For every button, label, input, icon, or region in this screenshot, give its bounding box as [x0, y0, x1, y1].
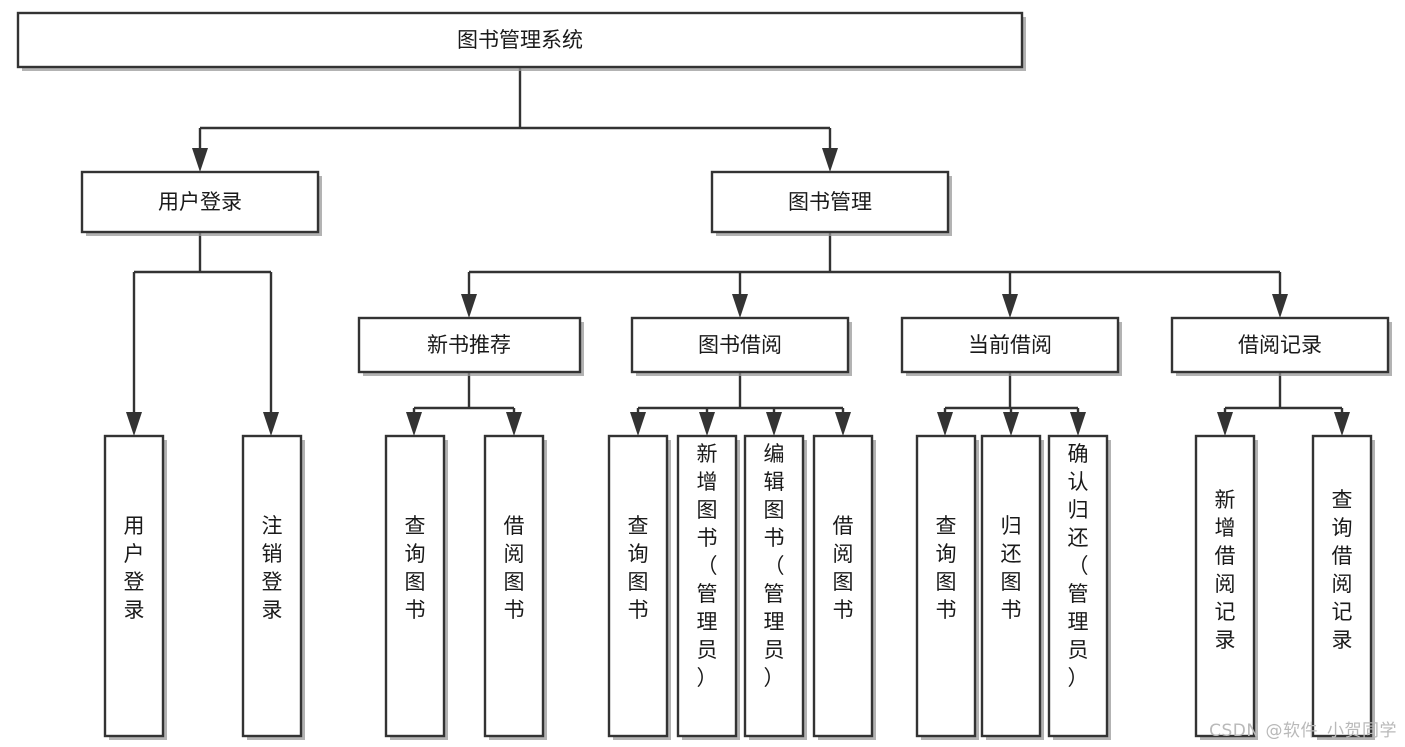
leaf-recommend-1-label: 查询图书 — [405, 514, 426, 622]
leaf-current-1[interactable]: 查询图书 — [915, 434, 979, 740]
leaf-borrow-4-label: 借阅图书 — [833, 514, 854, 622]
arrow-rec-leaf1 — [406, 412, 422, 436]
leaf-record-1-box — [1194, 434, 1256, 738]
leaf-record-2-box — [1311, 434, 1373, 738]
node-book-management[interactable]: 图书管理 — [710, 170, 952, 236]
node-book-management-box — [710, 170, 950, 234]
node-borrow-record-label: 借阅记录 — [1238, 333, 1322, 357]
leaf-user-login-2-label: 注销登录 — [262, 514, 283, 622]
leaf-current-3-box — [1047, 434, 1109, 738]
node-current-borrow-label: 当前借阅 — [968, 333, 1052, 357]
node-user-login-box — [80, 170, 320, 234]
arrow-root-to-user — [192, 148, 208, 172]
node-book-borrow-label: 图书借阅 — [698, 333, 782, 357]
arrow-current-leaf1 — [937, 412, 953, 436]
node-user-login-label: 用户登录 — [158, 190, 242, 214]
leaf-user-login-1[interactable]: 用户登录 — [103, 434, 167, 740]
leaf-user-login-1-label: 用户登录 — [124, 514, 145, 622]
arrow-record-leaf2 — [1334, 412, 1350, 436]
leaf-recommend-2[interactable]: 借阅图书 — [483, 434, 547, 740]
leaf-borrow-2[interactable]: 新增图书（管理员） — [676, 434, 740, 740]
arrow-book-to-l3-3 — [1002, 294, 1018, 318]
node-root-box — [16, 11, 1024, 69]
leaf-current-3[interactable]: 确认归还（管理员） — [1047, 434, 1111, 740]
leaf-recommend-1[interactable]: 查询图书 — [384, 434, 448, 740]
leaf-borrow-1-box — [607, 434, 669, 738]
arrow-current-leaf2 — [1003, 412, 1019, 436]
node-new-book-recommend[interactable]: 新书推荐 — [357, 316, 584, 376]
arrow-borrow-leaf2 — [699, 412, 715, 436]
node-current-borrow-box — [900, 316, 1120, 374]
leaf-current-2[interactable]: 归还图书 — [980, 434, 1044, 740]
csdn-watermark: CSDN @软件_小贺同学 — [1209, 721, 1397, 741]
node-root-label: 图书管理系统 — [457, 28, 583, 52]
leaf-record-2-label: 查询借阅记录 — [1332, 488, 1353, 652]
leaf-record-1-label: 新增借阅记录 — [1215, 488, 1236, 652]
leaf-current-2-box — [980, 434, 1042, 738]
node-borrow-record-box — [1170, 316, 1390, 374]
leaf-borrow-4-box — [812, 434, 874, 738]
node-book-borrow-box — [630, 316, 850, 374]
arrow-user-leaf1 — [126, 412, 142, 436]
node-book-borrow[interactable]: 图书借阅 — [630, 316, 852, 376]
leaf-user-login-1-box — [103, 434, 165, 738]
leaf-user-login-2[interactable]: 注销登录 — [241, 434, 305, 740]
node-borrow-record[interactable]: 借阅记录 — [1170, 316, 1392, 376]
leaf-current-1-label: 查询图书 — [936, 514, 957, 622]
leaf-current-2-label: 归还图书 — [1001, 514, 1022, 622]
arrow-root-to-book — [822, 148, 838, 172]
node-root[interactable]: 图书管理系统 — [16, 11, 1026, 71]
arrow-book-to-l3-1 — [461, 294, 477, 318]
arrow-book-to-l3-4 — [1272, 294, 1288, 318]
leaf-current-3-label: 确认归还（管理员） — [1068, 442, 1089, 690]
leaf-borrow-3[interactable]: 编辑图书（管理员） — [743, 434, 807, 740]
connector-layer — [126, 67, 1350, 436]
node-new-book-recommend-label: 新书推荐 — [427, 333, 511, 357]
leaf-user-login-2-box — [241, 434, 303, 738]
leaf-borrow-2-box — [676, 434, 738, 738]
arrow-borrow-leaf4 — [835, 412, 851, 436]
node-new-book-recommend-box — [357, 316, 582, 374]
arrow-borrow-leaf1 — [630, 412, 646, 436]
node-current-borrow[interactable]: 当前借阅 — [900, 316, 1122, 376]
arrow-rec-leaf2 — [506, 412, 522, 436]
node-book-management-label: 图书管理 — [788, 190, 872, 214]
leaf-recommend-1-box — [384, 434, 446, 738]
leaf-borrow-3-label: 编辑图书（管理员） — [764, 442, 785, 690]
leaf-borrow-4[interactable]: 借阅图书 — [812, 434, 876, 740]
leaf-record-2[interactable]: 查询借阅记录 — [1311, 434, 1375, 740]
leaf-current-1-box — [915, 434, 977, 738]
leaf-borrow-3-box — [743, 434, 805, 738]
leaf-borrow-2-label: 新增图书（管理员） — [697, 442, 718, 690]
leaf-recommend-2-box — [483, 434, 545, 738]
leaf-recommend-2-label: 借阅图书 — [504, 514, 525, 622]
arrow-current-leaf3 — [1070, 412, 1086, 436]
leaf-borrow-1-label: 查询图书 — [628, 514, 649, 622]
node-user-login[interactable]: 用户登录 — [80, 170, 322, 236]
arrow-user-leaf2 — [263, 412, 279, 436]
arrow-borrow-leaf3 — [766, 412, 782, 436]
leaf-borrow-1[interactable]: 查询图书 — [607, 434, 671, 740]
arrow-record-leaf1 — [1217, 412, 1233, 436]
arrow-book-to-l3-2 — [732, 294, 748, 318]
leaf-record-1[interactable]: 新增借阅记录 — [1194, 434, 1258, 740]
